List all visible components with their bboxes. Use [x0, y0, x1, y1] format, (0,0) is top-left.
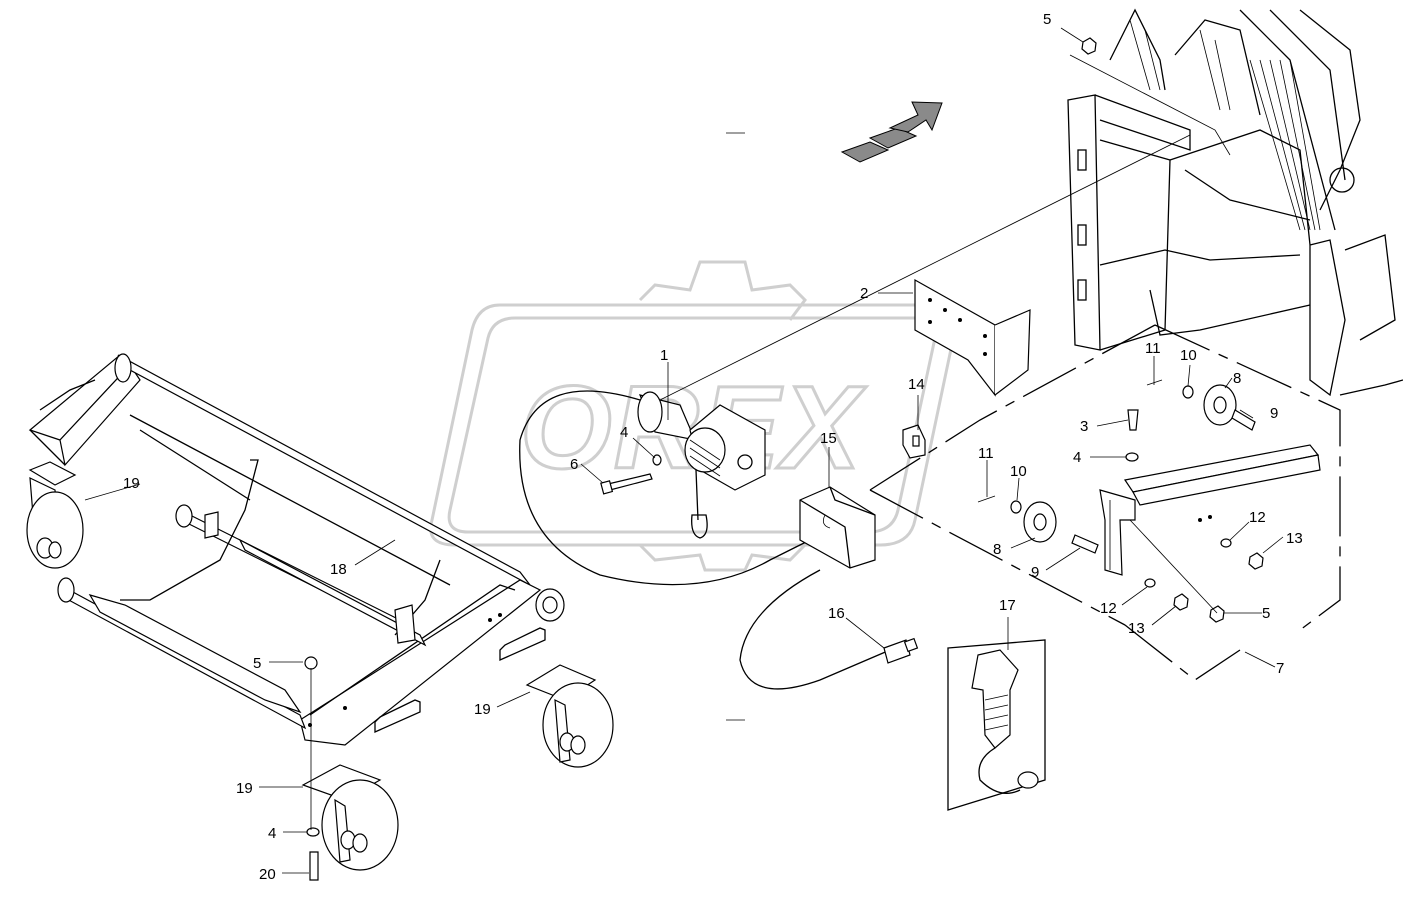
callout-11-left: 11: [978, 445, 994, 462]
callout-3: 3: [1080, 418, 1088, 435]
callout-8-left: 8: [993, 541, 1001, 558]
callout-12-right: 12: [1249, 509, 1266, 526]
callout-9-right: 9: [1270, 405, 1278, 422]
callout-4-bottom: 4: [268, 825, 276, 842]
callout-5-cart: 5: [253, 655, 261, 672]
mounting-bracket: [914, 278, 1031, 397]
callout-5-right: 5: [1262, 605, 1270, 622]
roller-assembly: [977, 37, 1321, 623]
callout-15: 15: [820, 430, 837, 447]
direction-arrow-icon: [840, 101, 943, 163]
callout-5-top: 5: [1043, 11, 1051, 28]
callout-10-right: 10: [1180, 347, 1197, 364]
leader-lines: [84, 27, 1284, 874]
callout-2: 2: [860, 285, 868, 302]
callout-7: 7: [1276, 660, 1284, 677]
callout-13-left: 13: [1128, 620, 1145, 637]
callout-6: 6: [570, 456, 578, 473]
caster-middle: [525, 664, 614, 768]
callout-labels: 5 1 2 4 6 14 15 16 17 11 10 8 9 3 4 11 1…: [123, 11, 1303, 883]
callout-8-right: 8: [1233, 370, 1241, 387]
control-box: [799, 486, 876, 569]
callout-19-left: 19: [123, 475, 140, 492]
callout-9-left: 9: [1031, 564, 1039, 581]
plug-connector: [883, 637, 919, 664]
winch: [637, 391, 766, 539]
callout-19-bottom: 19: [236, 780, 253, 797]
combine-frame: [1067, 8, 1403, 397]
callout-10-left: 10: [1010, 463, 1027, 480]
callout-14: 14: [908, 376, 925, 393]
callout-17: 17: [999, 597, 1016, 614]
callout-13-right: 13: [1286, 530, 1303, 547]
callout-11-right: 11: [1145, 340, 1161, 357]
callout-4-right: 4: [1073, 449, 1081, 466]
callout-16: 16: [828, 605, 845, 622]
callout-19-middle: 19: [474, 701, 491, 718]
callout-1: 1: [660, 347, 668, 364]
callout-20: 20: [259, 866, 276, 883]
callout-18: 18: [330, 561, 347, 578]
watermark: OREX: [429, 260, 958, 572]
caster-top-left: [26, 461, 84, 569]
caster-bottom: [301, 656, 399, 881]
cart: [28, 353, 565, 746]
callout-12-left: 12: [1100, 600, 1117, 617]
dashed-assembly-outline: [869, 324, 1341, 681]
switch: [902, 424, 926, 459]
callout-4-winch: 4: [620, 424, 628, 441]
remote-pendant: [947, 639, 1046, 811]
